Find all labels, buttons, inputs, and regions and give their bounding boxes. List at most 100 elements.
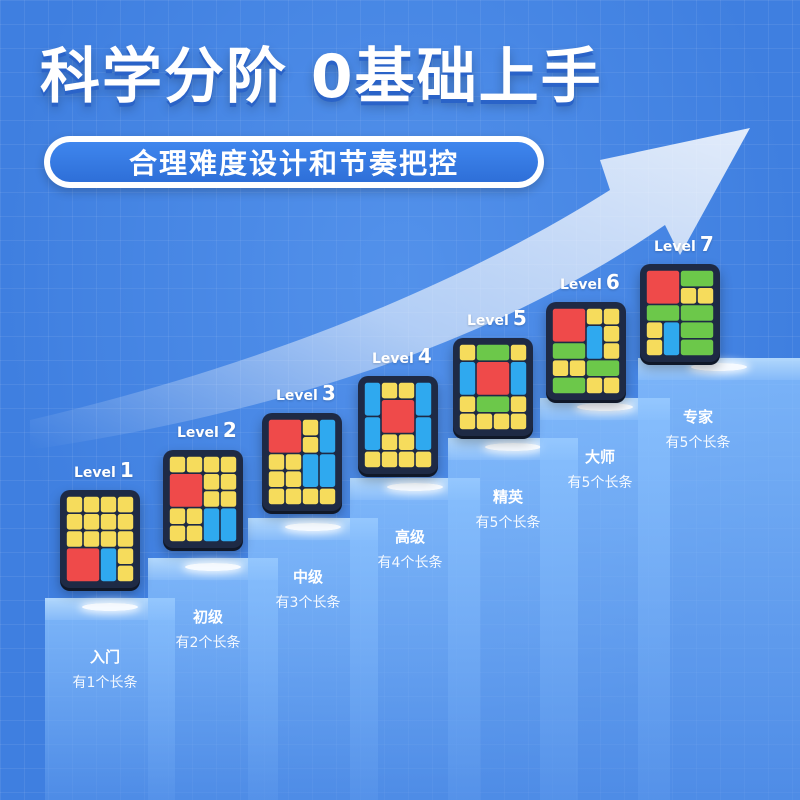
pedestal-glow bbox=[387, 483, 443, 491]
puzzle-board-7 bbox=[640, 264, 720, 362]
puzzle-block bbox=[186, 456, 203, 473]
puzzle-block bbox=[66, 531, 83, 547]
puzzle-block bbox=[646, 270, 680, 304]
puzzle-block bbox=[586, 377, 603, 394]
puzzle-block bbox=[203, 474, 220, 490]
puzzle-block bbox=[680, 339, 714, 356]
puzzle-block bbox=[680, 270, 714, 287]
puzzle-block bbox=[117, 514, 134, 530]
puzzle-board-2 bbox=[163, 450, 243, 548]
level-name: 初级 bbox=[192, 608, 223, 626]
puzzle-block bbox=[680, 288, 697, 304]
puzzle-block bbox=[100, 531, 117, 547]
puzzle-block bbox=[83, 514, 100, 530]
puzzle-block bbox=[476, 344, 510, 361]
level-word: Level bbox=[467, 313, 509, 329]
puzzle-block bbox=[364, 451, 381, 468]
puzzle-block bbox=[552, 343, 586, 359]
level-number: 1 bbox=[119, 458, 134, 482]
puzzle-block bbox=[302, 419, 319, 436]
puzzle-block bbox=[285, 454, 302, 470]
puzzle-block bbox=[66, 514, 83, 530]
level-description: 有2个长条 bbox=[175, 635, 241, 651]
level-description: 有4个长条 bbox=[377, 555, 443, 571]
puzzle-block bbox=[169, 525, 186, 542]
puzzle-block bbox=[697, 288, 714, 304]
puzzle-board-4 bbox=[358, 376, 438, 474]
puzzle-block bbox=[169, 456, 186, 473]
level-number: 4 bbox=[417, 344, 432, 368]
pedestal-glow bbox=[691, 363, 747, 371]
puzzle-block bbox=[476, 362, 510, 395]
puzzle-block bbox=[415, 451, 432, 468]
headline: 科学分阶 0基础上手 bbox=[40, 42, 603, 112]
puzzle-block bbox=[268, 454, 285, 470]
puzzle-block bbox=[603, 326, 620, 342]
puzzle-block bbox=[220, 474, 237, 490]
puzzle-block bbox=[364, 382, 381, 416]
puzzle-block bbox=[646, 305, 680, 321]
level-name: 高级 bbox=[394, 528, 425, 546]
puzzle-block bbox=[100, 496, 117, 513]
puzzle-block bbox=[415, 417, 432, 450]
puzzle-block bbox=[586, 326, 603, 359]
puzzle-block bbox=[203, 456, 220, 473]
puzzle-block bbox=[552, 360, 569, 376]
level-description: 有3个长条 bbox=[275, 595, 341, 611]
puzzle-block bbox=[220, 456, 237, 473]
puzzle-block bbox=[285, 488, 302, 505]
puzzle-block bbox=[646, 322, 663, 338]
puzzle-block bbox=[319, 419, 336, 453]
subtitle-pill: 合理难度设计和节奏把控 bbox=[44, 136, 544, 188]
puzzle-block bbox=[381, 382, 398, 399]
puzzle-block bbox=[381, 451, 398, 468]
pedestal-glow bbox=[285, 523, 341, 531]
level-word: Level bbox=[372, 351, 414, 367]
puzzle-block bbox=[117, 548, 134, 564]
level-description: 有5个长条 bbox=[475, 515, 541, 531]
puzzle-block bbox=[680, 322, 714, 338]
pedestal-glow bbox=[577, 403, 633, 411]
puzzle-block bbox=[364, 417, 381, 450]
puzzle-block bbox=[285, 471, 302, 487]
puzzle-block bbox=[83, 531, 100, 547]
puzzle-block bbox=[603, 308, 620, 325]
puzzle-grid bbox=[459, 344, 527, 430]
puzzle-block bbox=[398, 451, 415, 468]
puzzle-grid bbox=[66, 496, 134, 582]
puzzle-block bbox=[476, 396, 510, 412]
puzzle-block bbox=[510, 344, 527, 361]
puzzle-block bbox=[100, 548, 117, 582]
puzzle-grid bbox=[364, 382, 432, 468]
puzzle-block bbox=[186, 508, 203, 524]
puzzle-block bbox=[381, 434, 398, 450]
puzzle-block bbox=[66, 496, 83, 513]
puzzle-block bbox=[302, 488, 319, 505]
puzzle-block bbox=[398, 382, 415, 399]
puzzle-block bbox=[663, 322, 680, 356]
puzzle-block bbox=[680, 305, 714, 321]
level-name: 中级 bbox=[292, 568, 323, 586]
puzzle-block bbox=[398, 434, 415, 450]
puzzle-block bbox=[459, 344, 476, 361]
puzzle-block bbox=[319, 454, 336, 487]
subtitle-text: 合理难度设计和节奏把控 bbox=[50, 142, 538, 182]
stair-step-7: 专家有5个长条 bbox=[638, 358, 800, 800]
level-description: 有5个长条 bbox=[567, 475, 633, 491]
puzzle-block bbox=[552, 308, 586, 342]
puzzle-block bbox=[117, 565, 134, 582]
puzzle-block bbox=[302, 437, 319, 453]
puzzle-block bbox=[381, 400, 415, 433]
level-word: Level bbox=[74, 465, 116, 481]
puzzle-block bbox=[302, 454, 319, 487]
puzzle-block bbox=[586, 360, 620, 376]
puzzle-block bbox=[476, 413, 493, 430]
puzzle-block bbox=[493, 413, 510, 430]
puzzle-block bbox=[169, 508, 186, 524]
